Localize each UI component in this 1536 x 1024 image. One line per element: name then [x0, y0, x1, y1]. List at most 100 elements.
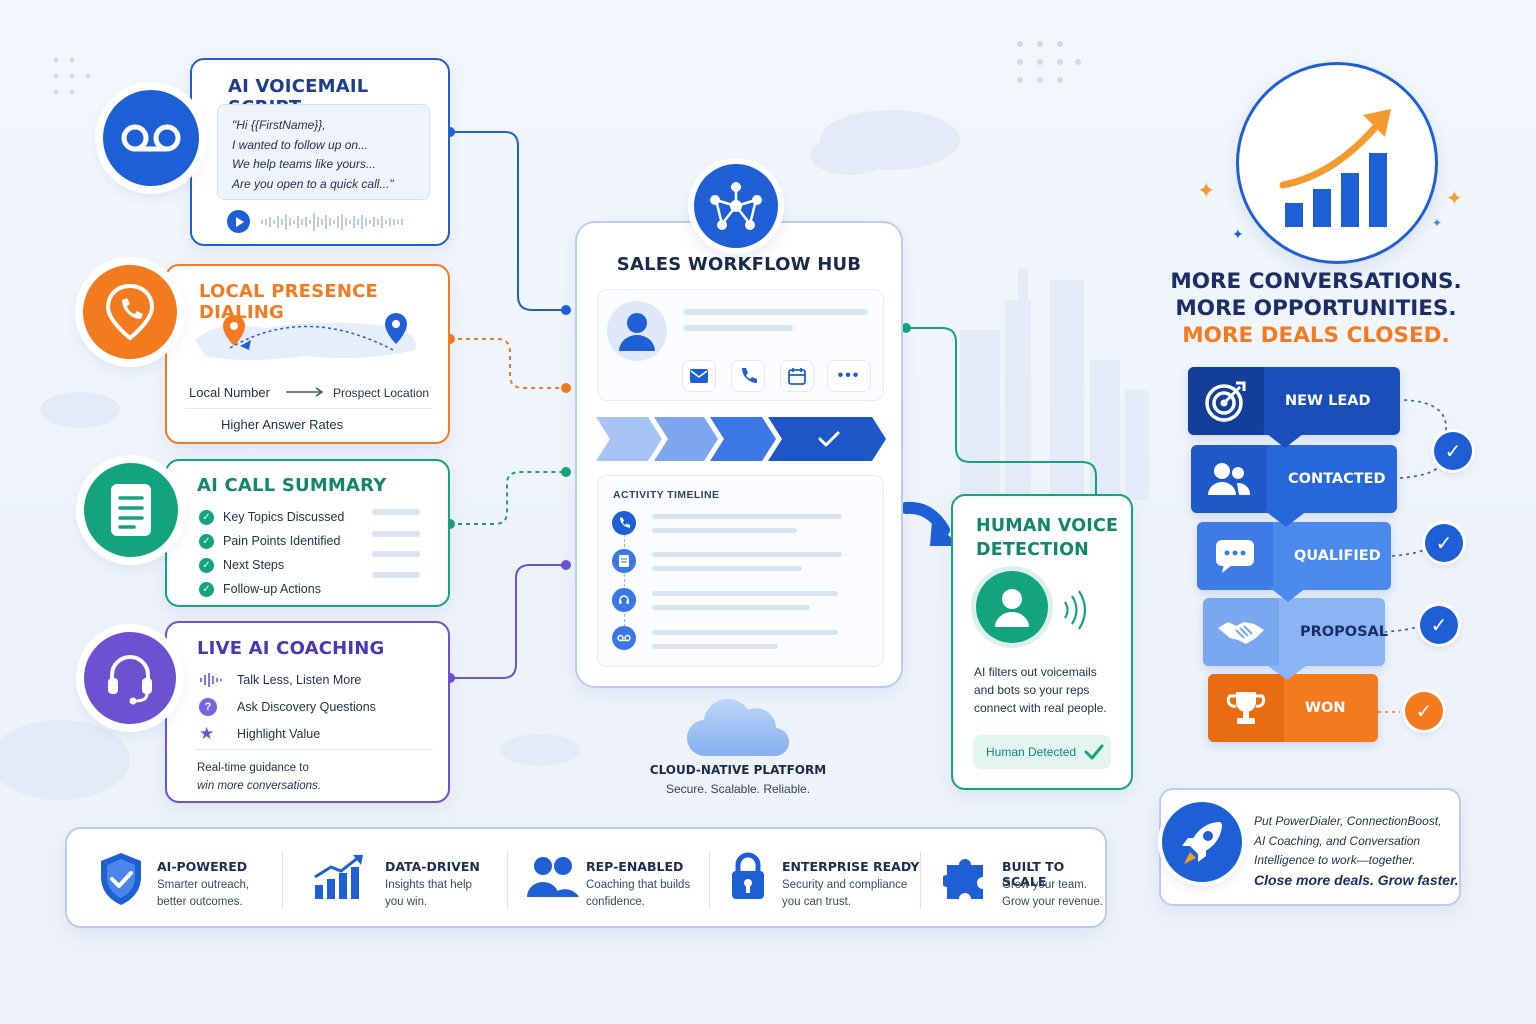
feature-subtitle: Coaching that builds confidence.	[586, 877, 690, 911]
user-icon	[995, 589, 1029, 627]
pipeline-progress	[596, 417, 886, 461]
voicemail-icon	[103, 90, 199, 186]
funnel-stage-label: QUALIFIED	[1294, 548, 1381, 564]
detected-person-avatar	[976, 571, 1048, 643]
funnel-stage-new-lead: NEW LEAD	[1188, 367, 1400, 435]
cloud-subtitle: Secure. Scalable. Reliable.	[665, 782, 811, 796]
question-icon: ?	[199, 697, 217, 716]
more-button[interactable]: •••	[827, 360, 871, 392]
funnel-stage-proposal: PROPOSAL	[1203, 598, 1388, 666]
feature-subtitle: Insights that help you win.	[385, 877, 472, 911]
placeholder-bar	[372, 572, 420, 578]
mail-icon	[690, 369, 708, 383]
local-footer: Higher Answer Rates	[221, 417, 344, 432]
connector-dot	[901, 323, 911, 333]
feature-title: AI-POWERED	[157, 859, 248, 874]
list-item: ★ Highlight Value	[199, 720, 376, 747]
call-summary-card: AI CALL SUMMARY ✓Key Topics Discussed ✓P…	[165, 459, 450, 607]
phone-icon	[742, 368, 757, 383]
funnel-stage-label: CONTACTED	[1288, 471, 1386, 487]
feature-subtitle-line: Insights that help	[385, 879, 472, 891]
check-icon: ✓	[199, 509, 214, 525]
email-button[interactable]	[682, 360, 716, 392]
funnel-stage-qualified: QUALIFIED	[1197, 522, 1391, 590]
voice-desc-line: and bots so your reps	[974, 683, 1090, 697]
timeline-headset-icon	[612, 588, 636, 612]
funnel-notches	[1262, 430, 1308, 680]
timeline-voicemail-icon	[612, 626, 636, 650]
voicemail-script-box: "Hi {{FirstName}}, I wanted to follow up…	[217, 104, 430, 200]
contact-panel: •••	[597, 289, 884, 401]
local-presence-card: LOCAL PRESENCE DIALING Local Number Pros…	[165, 264, 450, 444]
feature-title: DATA-DRIVEN	[385, 859, 480, 874]
arrow-right-icon	[286, 387, 324, 397]
users-icon	[1191, 445, 1267, 513]
calendar-icon	[788, 368, 806, 385]
play-button[interactable]	[227, 210, 250, 233]
timeline-note-icon	[612, 549, 636, 573]
feature-title: REP-ENABLED	[586, 859, 684, 874]
stage-check-icon: ✓	[1420, 606, 1458, 644]
voice-detection-title-line: DETECTION	[976, 540, 1089, 560]
voicemail-script-line: I wanted to follow up on...	[232, 137, 369, 152]
rocket-icon	[1162, 802, 1242, 882]
headset-icon	[84, 632, 176, 724]
network-hub-icon	[694, 164, 778, 248]
list-item-label: Pain Points Identified	[223, 534, 341, 548]
connector-dot	[445, 334, 455, 344]
voice-detection-card: HUMAN VOICE DETECTION AI filters out voi…	[951, 494, 1133, 790]
stage-check-icon: ✓	[1405, 692, 1443, 730]
connector-dot	[445, 127, 455, 137]
bar-chart-icon	[314, 855, 363, 899]
feature-subtitle-line: better outcomes.	[157, 896, 243, 908]
coaching-footer-line: Real-time guidance to	[197, 762, 309, 774]
promo-line: Intelligence to work—together.	[1254, 853, 1416, 867]
list-item-label: Ask Discovery Questions	[237, 699, 376, 714]
star-icon: ★	[199, 723, 215, 743]
headline-line: MORE OPPORTUNITIES.	[1175, 296, 1457, 321]
local-number-label: Local Number	[189, 385, 270, 400]
trophy-icon	[1208, 674, 1284, 742]
human-detected-badge: Human Detected	[973, 735, 1111, 769]
placeholder-bar	[652, 630, 838, 635]
local-presence-title: LOCAL PRESENCE DIALING	[199, 281, 378, 323]
team-icon	[527, 857, 579, 897]
target-icon	[1188, 367, 1264, 435]
funnel-stage-label: NEW LEAD	[1285, 393, 1371, 409]
voice-detection-title: HUMAN VOICE DETECTION	[976, 514, 1118, 562]
avatar	[607, 301, 667, 361]
feature-subtitle-line: Coaching that builds	[586, 879, 691, 891]
call-summary-title: AI CALL SUMMARY	[197, 475, 387, 496]
coaching-card: LIVE AI COACHING Talk Less, Listen More …	[165, 621, 450, 803]
placeholder-bar	[652, 605, 810, 610]
voicemail-script-line: "Hi {{FirstName}},	[232, 118, 326, 132]
chat-bubble-icon	[1197, 522, 1273, 590]
funnel-stage-label: WON	[1305, 700, 1346, 716]
schedule-button[interactable]	[780, 360, 814, 392]
placeholder-bar	[652, 591, 838, 596]
feature-title: BUILT TO SCALE	[1002, 859, 1065, 889]
voice-detection-desc: AI filters out voicemails and bots so yo…	[974, 663, 1107, 717]
play-icon	[235, 216, 244, 227]
coaching-footer-line: win more conversations.	[197, 780, 321, 792]
check-icon: ✓	[199, 581, 214, 597]
feature-subtitle: Grow your team. Grow your revenue.	[1002, 877, 1103, 911]
lock-icon	[732, 852, 764, 899]
prospect-location-label: Prospect Location	[333, 386, 430, 400]
voice-desc-line: connect with real people.	[974, 701, 1107, 715]
list-item-label: Highlight Value	[237, 726, 321, 741]
list-item: ✓Next Steps	[199, 553, 344, 577]
timeline-line	[624, 524, 625, 642]
sound-waves-icon	[1064, 590, 1087, 630]
feature-divider	[920, 851, 921, 909]
promo-cta: Close more deals. Grow faster.	[1254, 872, 1459, 888]
coaching-title: LIVE AI COACHING	[197, 638, 385, 659]
call-button[interactable]	[731, 360, 765, 392]
placeholder-bar	[372, 509, 420, 515]
sparkle-icon: ✦	[1232, 226, 1244, 242]
more-icon: •••	[837, 367, 861, 384]
connector-dot	[561, 560, 571, 570]
funnel-stage-label: PROPOSAL	[1300, 624, 1388, 640]
connector-dot	[561, 305, 571, 315]
feature-subtitle-line: Grow your revenue.	[1002, 896, 1103, 908]
